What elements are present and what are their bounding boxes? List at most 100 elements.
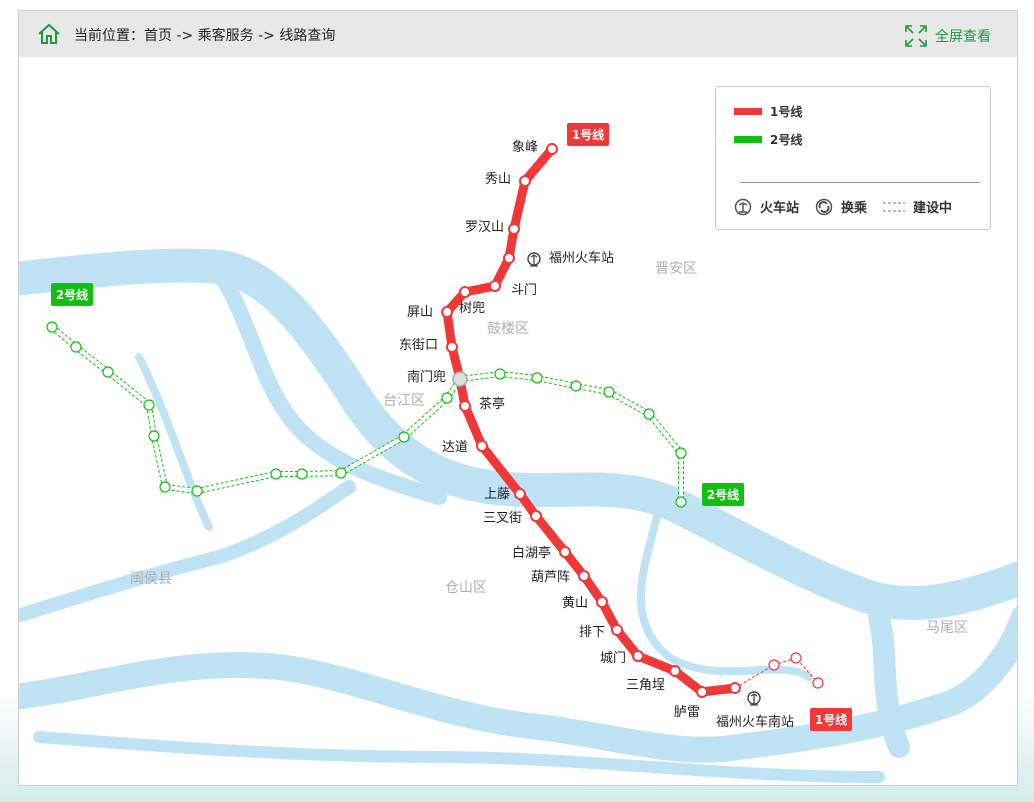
district-label: 仓山区 bbox=[445, 580, 487, 596]
line1-station[interactable] bbox=[459, 286, 471, 298]
line1-station[interactable] bbox=[578, 570, 590, 582]
district-label: 鼓楼区 bbox=[487, 321, 529, 337]
fullscreen-label: 全屏查看 bbox=[935, 29, 991, 45]
line1-station[interactable] bbox=[696, 686, 708, 698]
station-label[interactable]: 白湖亭 bbox=[512, 545, 551, 561]
district-label: 马尾区 bbox=[926, 620, 968, 636]
line2-station[interactable] bbox=[675, 447, 687, 459]
line2-station[interactable] bbox=[398, 431, 410, 443]
line1-station[interactable] bbox=[546, 143, 558, 155]
line-badge-line1-north[interactable]: 1号线 bbox=[567, 123, 609, 146]
legend-line1: 1号线 bbox=[770, 105, 803, 119]
line2-station[interactable] bbox=[335, 467, 347, 479]
line-badge-line2-east[interactable]: 2号线 bbox=[702, 483, 744, 506]
station-label[interactable]: 树兜 bbox=[459, 301, 485, 316]
home-icon[interactable] bbox=[37, 23, 61, 45]
line1-station[interactable] bbox=[530, 510, 542, 522]
line2-station[interactable] bbox=[643, 408, 655, 420]
line1-extension bbox=[734, 657, 819, 689]
train-station-icon bbox=[747, 691, 761, 706]
line1-station[interactable] bbox=[508, 223, 520, 235]
line2-station[interactable] bbox=[296, 468, 308, 480]
station-label[interactable]: 罗汉山 bbox=[465, 220, 504, 235]
line2-station[interactable] bbox=[102, 366, 114, 378]
line-badge-line2-west[interactable]: 2号线 bbox=[51, 283, 93, 306]
line1-station[interactable] bbox=[489, 280, 501, 292]
legend-under-construction: 建设中 bbox=[913, 201, 953, 216]
svg-text:1号线: 1号线 bbox=[572, 127, 604, 142]
line2-station[interactable] bbox=[494, 368, 506, 380]
line1-planned-station[interactable] bbox=[812, 677, 824, 689]
line1-station[interactable] bbox=[611, 624, 623, 636]
map-panel: 当前位置：首页 -> 乘客服务 -> 线路查询 全屏查看 晋安区鼓楼区台江区闽侯… bbox=[18, 10, 1018, 786]
line2-station[interactable] bbox=[570, 380, 582, 392]
station-label[interactable]: 福州火车南站 bbox=[716, 714, 794, 730]
station-label[interactable]: 屏山 bbox=[407, 305, 433, 320]
line2-station[interactable] bbox=[159, 481, 171, 493]
line2-station[interactable] bbox=[143, 399, 155, 411]
transfer-station-icon[interactable] bbox=[452, 371, 468, 387]
station-label[interactable]: 黄山 bbox=[562, 596, 588, 611]
svg-text:2号线: 2号线 bbox=[56, 287, 88, 302]
line1-station[interactable] bbox=[503, 252, 515, 264]
line2-station[interactable] bbox=[46, 321, 58, 333]
transfer-icon bbox=[815, 198, 833, 215]
line1-station[interactable] bbox=[519, 175, 531, 187]
station-label[interactable]: 城门 bbox=[600, 651, 626, 666]
line1-station[interactable] bbox=[729, 682, 741, 694]
rivers bbox=[19, 248, 1017, 783]
train-station-icon bbox=[734, 198, 752, 215]
station-label[interactable]: 秀山 bbox=[485, 172, 511, 187]
line2-station[interactable] bbox=[531, 372, 543, 384]
line1-station[interactable] bbox=[446, 341, 458, 353]
line1-planned-station[interactable] bbox=[768, 659, 780, 671]
line-badge-line1-south[interactable]: 1号线 bbox=[810, 708, 852, 731]
fullscreen-button[interactable]: 全屏查看 bbox=[905, 25, 991, 47]
train-station-icon bbox=[527, 252, 541, 267]
station-label[interactable]: 茶亭 bbox=[479, 396, 505, 412]
line2-station[interactable] bbox=[603, 386, 615, 398]
line2-station[interactable] bbox=[441, 392, 453, 404]
line1-station[interactable] bbox=[441, 306, 453, 318]
station-label[interactable]: 东街口 bbox=[399, 338, 438, 353]
station-label[interactable]: 三角埕 bbox=[626, 677, 665, 693]
line2-station[interactable] bbox=[191, 485, 203, 497]
legend: 1号线 2号线 火车站 换乘 建设中 bbox=[715, 86, 991, 230]
line2-station[interactable] bbox=[270, 468, 282, 480]
line2-swatch bbox=[734, 136, 762, 143]
station-label[interactable]: 斗门 bbox=[511, 283, 537, 298]
line1-station[interactable] bbox=[476, 440, 488, 452]
line1-station[interactable] bbox=[669, 665, 681, 677]
line2-station[interactable] bbox=[70, 341, 82, 353]
line1-station[interactable] bbox=[596, 596, 608, 608]
line1-station[interactable] bbox=[459, 400, 471, 412]
station-label[interactable]: 葫芦阵 bbox=[531, 570, 570, 585]
district-label: 闽侯县 bbox=[130, 571, 172, 587]
line2-station[interactable] bbox=[675, 496, 687, 508]
station-label[interactable]: 南门兜 bbox=[407, 369, 446, 385]
dashed-line-icon bbox=[883, 202, 906, 211]
legend-line2: 2号线 bbox=[770, 133, 803, 147]
expand-icon bbox=[905, 25, 927, 47]
line1-planned-station[interactable] bbox=[790, 652, 802, 664]
station-label[interactable]: 上藤 bbox=[484, 487, 510, 502]
legend-transfer: 换乘 bbox=[841, 201, 868, 216]
breadcrumb: 当前位置：首页 -> 乘客服务 -> 线路查询 bbox=[74, 28, 336, 44]
line1-station[interactable] bbox=[632, 650, 644, 662]
district-label: 台江区 bbox=[383, 393, 425, 409]
district-label: 晋安区 bbox=[655, 261, 697, 277]
header-bar: 当前位置：首页 -> 乘客服务 -> 线路查询 全屏查看 bbox=[19, 11, 1017, 57]
station-label[interactable]: 达道 bbox=[442, 440, 468, 455]
line2-station[interactable] bbox=[148, 430, 160, 442]
station-label[interactable]: 排下 bbox=[579, 625, 605, 640]
station-label[interactable]: 三叉街 bbox=[483, 511, 522, 526]
legend-train-station: 火车站 bbox=[760, 201, 800, 216]
line1-swatch bbox=[734, 108, 762, 115]
station-label[interactable]: 象峰 bbox=[512, 140, 538, 155]
line1-station[interactable] bbox=[514, 488, 526, 500]
svg-text:2号线: 2号线 bbox=[707, 487, 739, 502]
line1-station[interactable] bbox=[559, 546, 571, 558]
station-label[interactable]: 胪雷 bbox=[674, 705, 700, 720]
station-label[interactable]: 福州火车站 bbox=[549, 250, 614, 266]
